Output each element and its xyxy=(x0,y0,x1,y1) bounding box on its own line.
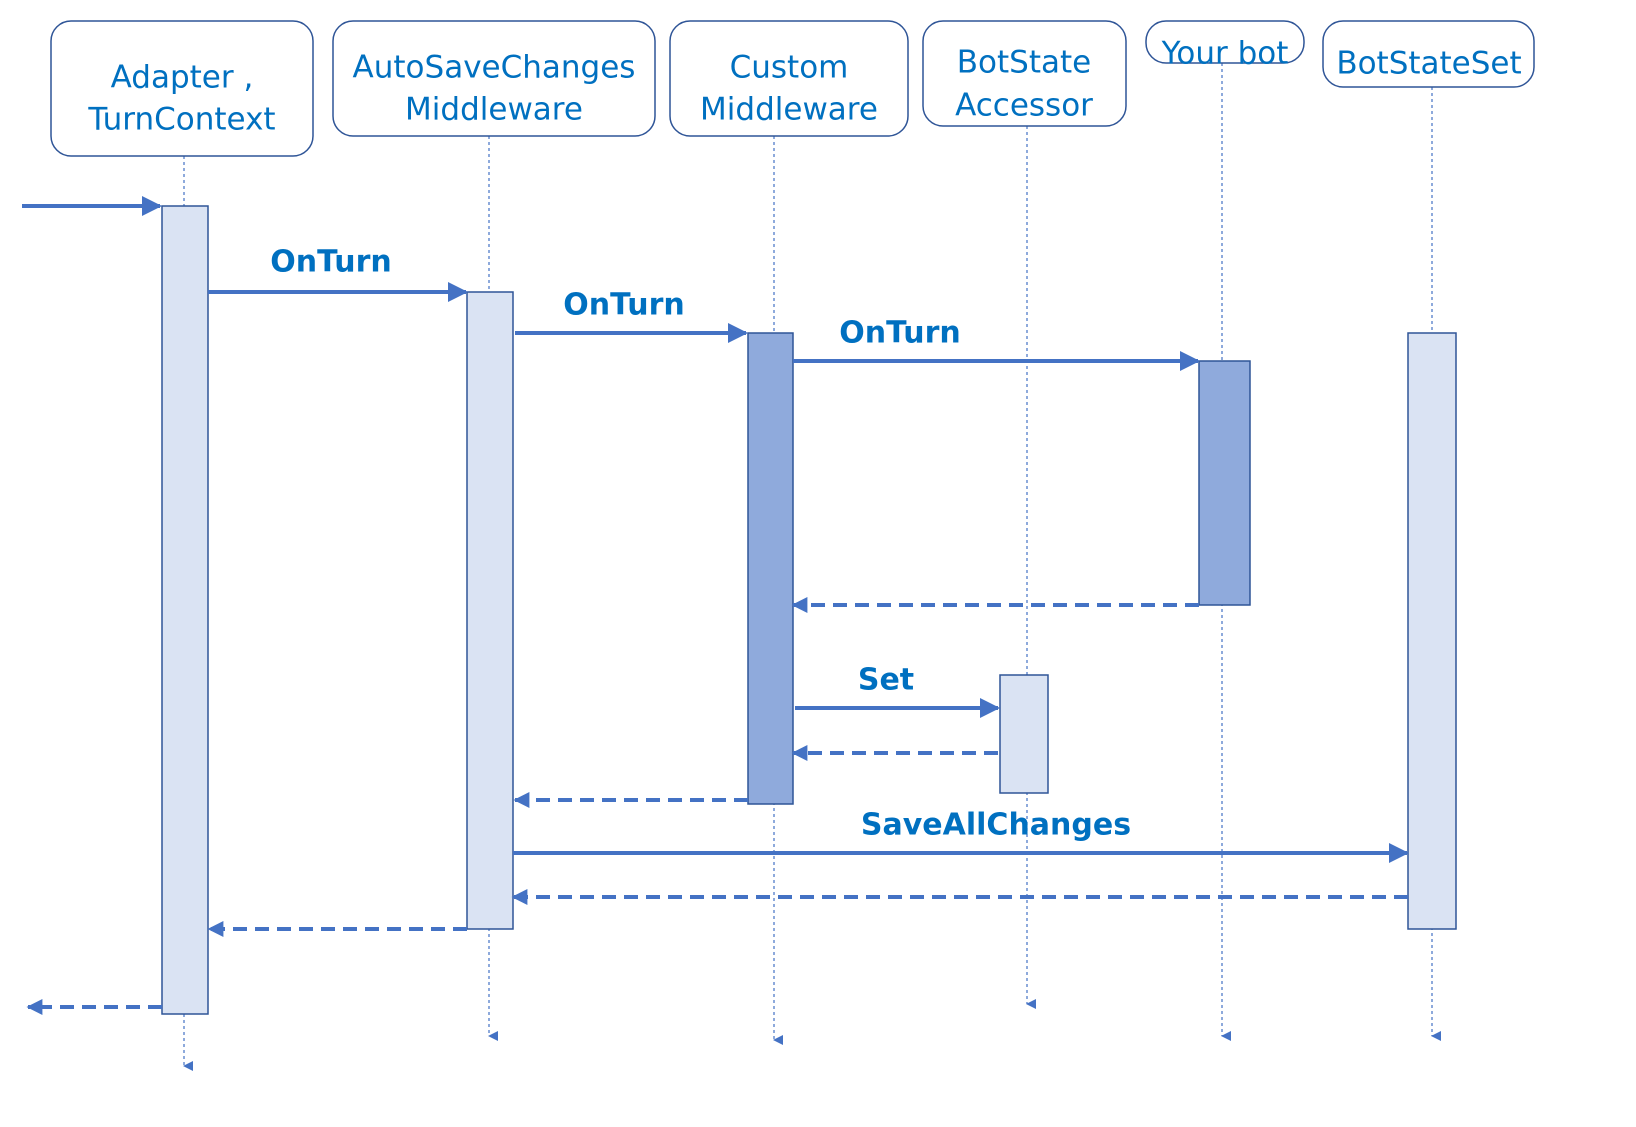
message-label: SaveAllChanges xyxy=(861,808,1131,843)
participant-box xyxy=(1145,20,1305,64)
message-label: OnTurn xyxy=(270,245,392,280)
message-onturn-2: OnTurn xyxy=(515,288,748,343)
activation-bar-autosave xyxy=(466,291,514,930)
activation-bar-yourbot xyxy=(1198,360,1251,606)
participant-box xyxy=(1322,20,1535,88)
message-onturn-3: OnTurn xyxy=(793,316,1200,371)
activation-bar-stateset xyxy=(1407,332,1457,930)
participant-label: Middleware xyxy=(700,92,878,128)
message-onturn-1: OnTurn xyxy=(208,245,468,302)
participant-label: Middleware xyxy=(405,92,583,128)
participant-adapter: Adapter , TurnContext xyxy=(50,20,314,157)
message-set: Set xyxy=(795,663,1000,718)
participant-label: BotState xyxy=(957,45,1091,81)
activation-bars xyxy=(161,205,1457,1015)
participant-label: Adapter , xyxy=(111,60,254,96)
participant-box xyxy=(332,20,656,137)
activation-bar-custom xyxy=(747,332,794,805)
participant-boxes: Adapter , TurnContext AutoSaveChangesMiddl… xyxy=(50,20,1535,157)
message-save-all: SaveAllChanges xyxy=(513,808,1409,863)
message-label: Set xyxy=(858,663,914,698)
participant-label: Accessor xyxy=(955,88,1093,124)
participant-label: Your bot xyxy=(1161,36,1289,72)
message-label: OnTurn xyxy=(563,288,685,323)
message-label: OnTurn xyxy=(839,316,961,351)
participant-yourbot: Your bot xyxy=(1145,20,1305,72)
participant-label: BotStateSet xyxy=(1336,46,1521,82)
activation-bar-accessor xyxy=(999,674,1049,794)
participant-label: TurnContext xyxy=(87,102,275,138)
participant-box xyxy=(669,20,909,137)
participant-box xyxy=(50,20,314,157)
participant-label: AutoSaveChanges xyxy=(353,50,636,86)
participant-box xyxy=(922,20,1127,127)
activation-bar-adapter xyxy=(161,205,209,1015)
participant-label: Custom xyxy=(730,50,849,86)
participant-stateset: BotStateSet xyxy=(1322,20,1535,88)
